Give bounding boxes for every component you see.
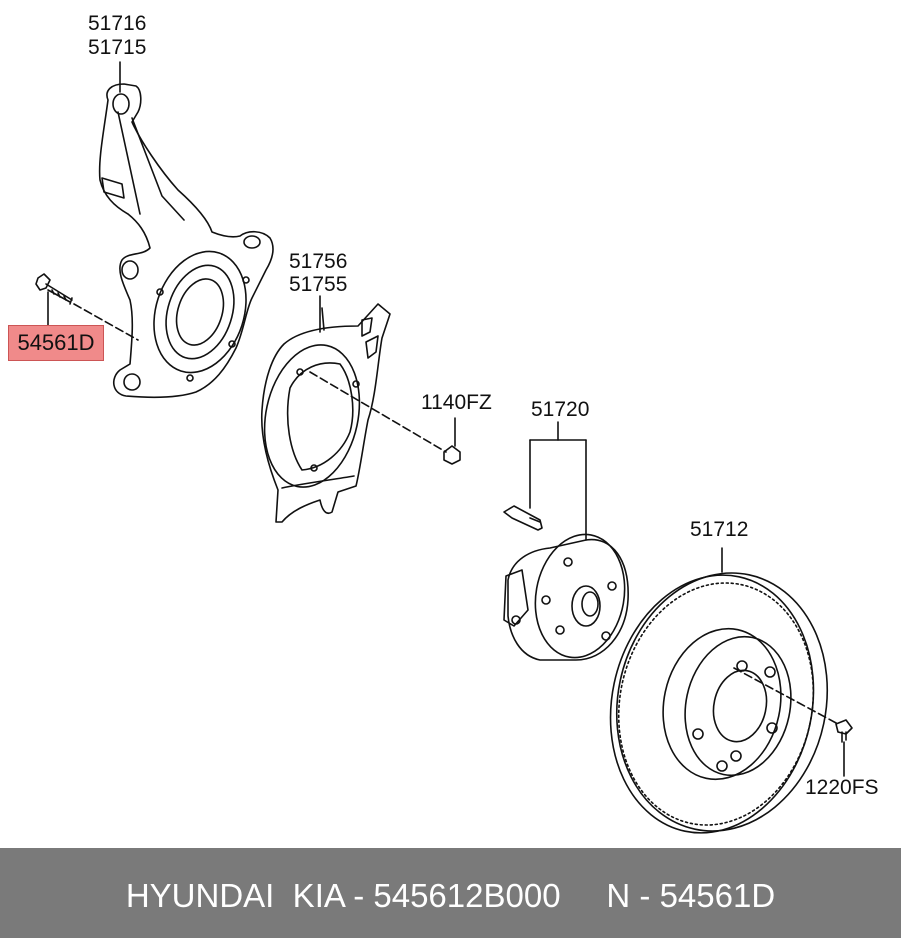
label-1220fs: 1220FS [805, 776, 879, 799]
screw-1140fz [443, 417, 461, 465]
label-1140fz: 1140FZ [421, 391, 492, 414]
label-51716: 51716 [88, 12, 147, 35]
label-51720: 51720 [531, 398, 590, 421]
leader-lines [119, 61, 321, 333]
screw-1220fs [835, 719, 853, 777]
footer-part-number: HYUNDAI KIA - 545612B000 N - 54561D [125, 877, 776, 914]
highlight-box [8, 325, 104, 361]
dust-shield [260, 303, 447, 523]
label-51715: 51715 [88, 36, 147, 59]
brake-disc [609, 547, 839, 834]
exploded-parts-diagram [35, 61, 853, 834]
label-51712: 51712 [690, 518, 749, 541]
label-51756: 51756 [289, 250, 348, 273]
hub-bearing-assembly [503, 421, 629, 661]
bolt-54561d [35, 273, 139, 341]
label-51755: 51755 [289, 273, 348, 296]
label-54561d-highlighted: 54561D [17, 330, 95, 355]
steering-knuckle [98, 83, 274, 398]
footer-bar: HYUNDAI KIA - 545612B000 N - 54561D [0, 848, 901, 938]
